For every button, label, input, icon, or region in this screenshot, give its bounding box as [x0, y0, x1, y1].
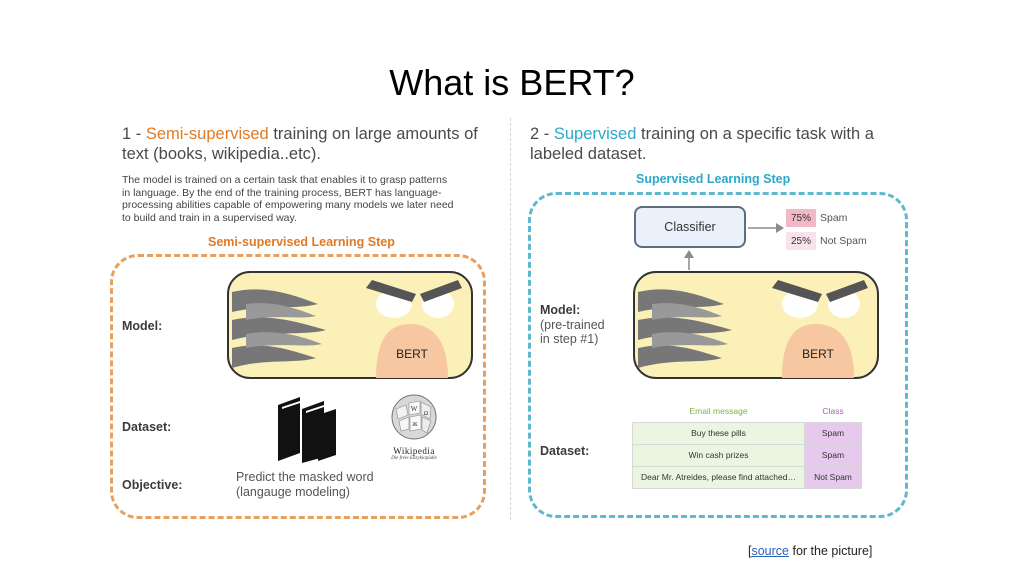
- right-heading: 2 - Supervised training on a specific ta…: [530, 124, 915, 164]
- wikipedia-name: Wikipedia: [393, 446, 435, 456]
- column-class: Class: [822, 405, 844, 416]
- not-spam-output-label: Not Spam: [820, 235, 867, 247]
- right-heading-prefix: 2 -: [530, 125, 554, 143]
- right-heading-accent: Supervised: [553, 125, 637, 143]
- right-model-note-1: (pre-trained: [540, 318, 605, 332]
- bert-model-icon: BERT: [227, 271, 473, 379]
- svg-text:Ω: Ω: [424, 411, 429, 417]
- wikipedia-globe-icon: W Ω Ж: [391, 394, 437, 440]
- objective-text: Predict the masked word (langauge modeli…: [236, 470, 374, 500]
- right-model-note-2: in step #1): [540, 332, 599, 346]
- semi-supervised-step-label: Semi-supervised Learning Step: [208, 235, 395, 249]
- semi-supervised-step-box: [110, 254, 486, 519]
- email-dataset-table: Email message Class Buy these pills Spam…: [632, 400, 862, 489]
- svg-text:Ж: Ж: [412, 422, 418, 428]
- slide-title: What is BERT?: [389, 62, 635, 103]
- wikipedia-subtitle: Die freie Enzyklopädie: [391, 456, 437, 461]
- semi-supervised-panel: 1 - Semi-supervised training on large am…: [108, 118, 500, 523]
- wikipedia-logo: W Ω Ж Wikipedia Die freie Enzyklopädie: [381, 393, 447, 461]
- column-email-message: Email message: [689, 405, 748, 416]
- spam-output-label: Spam: [820, 212, 848, 224]
- classifier-box: Classifier: [634, 206, 746, 248]
- table-row: Buy these pills Spam: [632, 421, 862, 445]
- footer-rest: for the picture]: [789, 544, 873, 558]
- model-to-classifier-arrow: [684, 250, 694, 270]
- supervised-step-box: [528, 192, 908, 518]
- supervised-step-label: Supervised Learning Step: [636, 172, 791, 186]
- source-link[interactable]: source: [751, 544, 790, 558]
- books-icon: [278, 397, 336, 463]
- email-message-cell: Dear Mr. Atreides, please find attached…: [632, 465, 805, 489]
- left-heading-prefix: 1 -: [122, 125, 146, 143]
- supervised-panel: 2 - Supervised training on a specific ta…: [524, 118, 920, 523]
- right-dataset-label: Dataset:: [540, 444, 590, 458]
- left-description: The model is trained on a certain task t…: [122, 174, 454, 224]
- panel-divider: [510, 118, 511, 520]
- not-spam-probability: 25%: [786, 232, 816, 250]
- bert-label-left: BERT: [396, 347, 428, 361]
- svg-text:W: W: [411, 405, 418, 413]
- left-heading-rest: training on large amounts of text (books…: [122, 125, 478, 163]
- email-message-cell: Buy these pills: [632, 421, 805, 445]
- classifier-output-arrow: [748, 223, 784, 233]
- left-objective-label: Objective:: [122, 478, 183, 492]
- left-model-label: Model:: [122, 319, 163, 333]
- footer-open-bracket: [: [748, 544, 752, 558]
- right-heading-rest: training on a specific task with a label…: [530, 125, 874, 163]
- email-class-cell: Spam: [804, 443, 862, 467]
- spam-probability: 75%: [786, 209, 816, 227]
- left-dataset-label: Dataset:: [122, 420, 172, 434]
- source-footer: [source for the picture]: [748, 544, 872, 558]
- objective-line-1: Predict the masked word: [236, 470, 374, 484]
- table-header-row: Email message Class: [633, 400, 862, 422]
- bert-label-right: BERT: [802, 347, 834, 361]
- email-class-cell: Not Spam: [804, 465, 862, 489]
- table-row: Dear Mr. Atreides, please find attached……: [632, 465, 862, 489]
- left-heading: 1 - Semi-supervised training on large am…: [122, 124, 492, 164]
- objective-line-2: (langauge modeling): [236, 485, 350, 499]
- bert-model-icon-pretrained: BERT: [633, 271, 879, 379]
- email-class-cell: Spam: [804, 421, 862, 445]
- email-message-cell: Win cash prizes: [632, 443, 805, 467]
- left-heading-accent: Semi-supervised: [145, 125, 269, 143]
- right-model-label: Model:: [540, 303, 581, 317]
- table-row: Win cash prizes Spam: [632, 443, 862, 467]
